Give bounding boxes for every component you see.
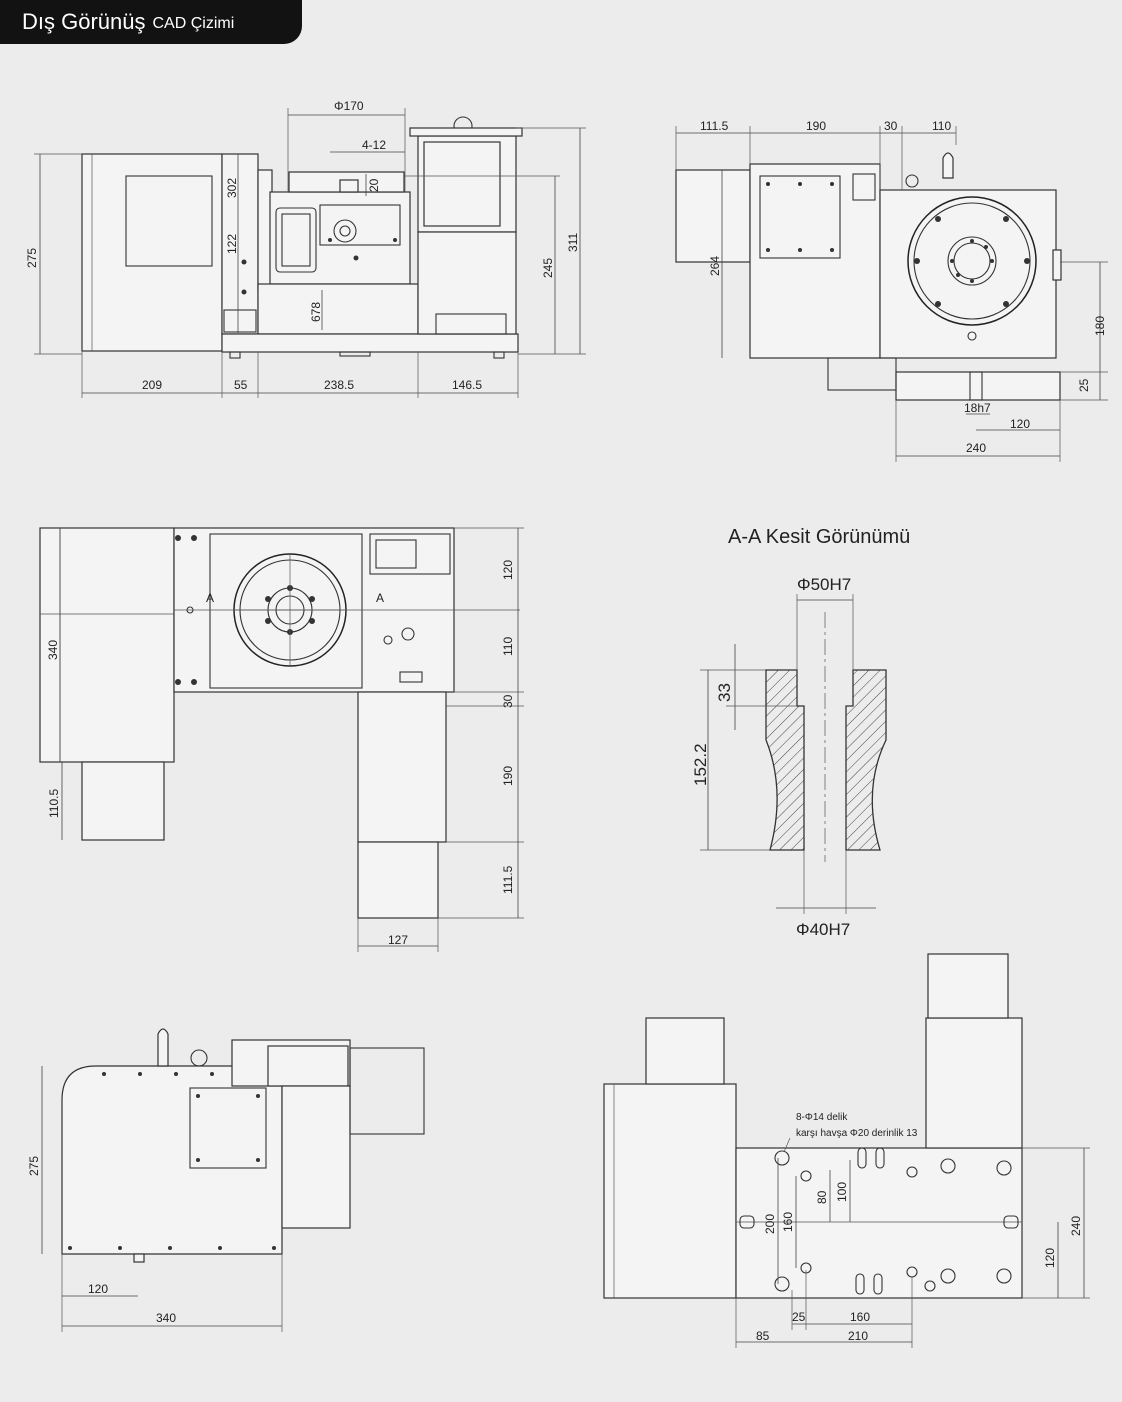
section-dim-152-2: 152.2: [691, 743, 710, 786]
top-rear-motor: [357, 841, 439, 919]
section-mark-a-right: A: [376, 591, 384, 605]
top-gear-housing: [357, 691, 447, 843]
section-view: A-A Kesit Görünümü Φ50H7 33 152.2 Φ40H7: [691, 526, 910, 939]
section-hatch-right: [845, 669, 887, 851]
dim-side-180: 180: [1093, 316, 1107, 336]
dim-front-678: 678: [309, 302, 323, 322]
dim-top-127: 127: [388, 933, 408, 947]
dim-front-209: 209: [142, 378, 162, 392]
side-table-body: [879, 189, 1057, 359]
side-motor: [675, 169, 751, 263]
side-base: [895, 371, 1061, 401]
bottom-motor: [603, 1083, 737, 1299]
side-gear-housing: [749, 163, 881, 359]
dim-front-55: 55: [234, 378, 248, 392]
dim-side-110: 110: [932, 119, 951, 133]
dim-top-340: 340: [46, 640, 60, 660]
dim-side-240: 240: [966, 441, 986, 455]
dim-side-30: 30: [884, 119, 898, 133]
dim-bottom-25: 25: [792, 1310, 806, 1324]
page-title: Dış Görünüş: [22, 9, 146, 34]
dim-top-120: 120: [501, 560, 515, 580]
dim-bottom-210: 210: [848, 1329, 868, 1343]
page-subtitle: CAD Çizimi: [152, 14, 235, 32]
section-mark-a-left: A: [206, 591, 214, 605]
rear-housing: [61, 1065, 283, 1255]
dim-front-4-12: 4-12: [362, 138, 386, 152]
note-hole-count: 8-Φ14 delik: [796, 1112, 848, 1123]
dim-top-110-5: 110.5: [47, 789, 61, 818]
dim-bottom-160b: 160: [850, 1310, 870, 1324]
top-motor: [39, 527, 175, 763]
dim-bottom-120: 120: [1043, 1248, 1057, 1268]
dim-bottom-100: 100: [835, 1182, 849, 1202]
dim-front-302: 302: [225, 178, 239, 198]
dim-side-120: 120: [1010, 417, 1030, 431]
dim-rear-340: 340: [156, 1311, 176, 1325]
dim-side-264: 264: [708, 256, 722, 276]
dim-side-111-5: 111.5: [700, 119, 729, 133]
dim-bottom-80: 80: [815, 1190, 829, 1204]
section-hatch-left: [765, 669, 805, 851]
front-rotary-table: [269, 191, 411, 285]
note-countersink: karşı havşa Φ20 derinlik 13: [796, 1128, 918, 1139]
rear-handle: [157, 1028, 169, 1067]
dim-front-20: 20: [367, 178, 381, 192]
top-view: A A 340 110.5 120 110 30 190 111.5 127: [39, 527, 524, 952]
dim-front-245: 245: [541, 258, 555, 278]
dim-front-phi170: Φ170: [334, 99, 364, 113]
rear-view: 275 120 340: [27, 1028, 425, 1332]
dim-front-275: 275: [25, 248, 39, 268]
dim-top-30: 30: [501, 694, 515, 708]
section-phi40h7: Φ40H7: [796, 920, 850, 939]
dim-bottom-85: 85: [756, 1329, 770, 1343]
dim-side-190: 190: [806, 119, 826, 133]
side-handle: [942, 152, 954, 179]
front-motor-panel: [125, 175, 213, 267]
dim-bottom-160: 160: [781, 1212, 795, 1232]
side-faceplate: [907, 196, 1037, 326]
dim-rear-275: 275: [27, 1156, 41, 1176]
dim-top-110: 110: [501, 637, 515, 656]
side-view: 111.5 190 30 110 264 180 25 18h7 120 240: [675, 119, 1108, 462]
dim-front-146-5: 146.5: [452, 378, 482, 392]
dim-top-190: 190: [501, 766, 515, 786]
dim-front-311: 311: [566, 233, 580, 252]
section-title: A-A Kesit Görünümü: [728, 526, 910, 548]
front-motor-housing: [81, 153, 223, 352]
section-dim-33: 33: [715, 683, 734, 702]
dim-side-18h7: 18h7: [964, 401, 991, 415]
front-view: Φ170 4-12 302 122 20 678 275 245 311 209…: [25, 99, 586, 398]
dim-bottom-200: 200: [763, 1214, 777, 1234]
dim-top-111-5: 111.5: [501, 865, 515, 894]
dim-rear-120: 120: [88, 1282, 108, 1296]
bottom-view: 8-Φ14 delik karşı havşa Φ20 derinlik 13 …: [603, 953, 1090, 1348]
front-base-block: [257, 283, 419, 335]
bottom-base: [735, 1147, 1023, 1299]
section-phi50h7: Φ50H7: [797, 575, 851, 594]
front-base-plate: [221, 333, 519, 353]
header-tab: Dış Görünüş CAD Çizimi: [0, 0, 302, 44]
dim-side-25: 25: [1077, 378, 1091, 392]
dim-front-122: 122: [225, 234, 239, 254]
dim-bottom-240: 240: [1069, 1216, 1083, 1236]
dim-front-238-5: 238.5: [324, 378, 354, 392]
